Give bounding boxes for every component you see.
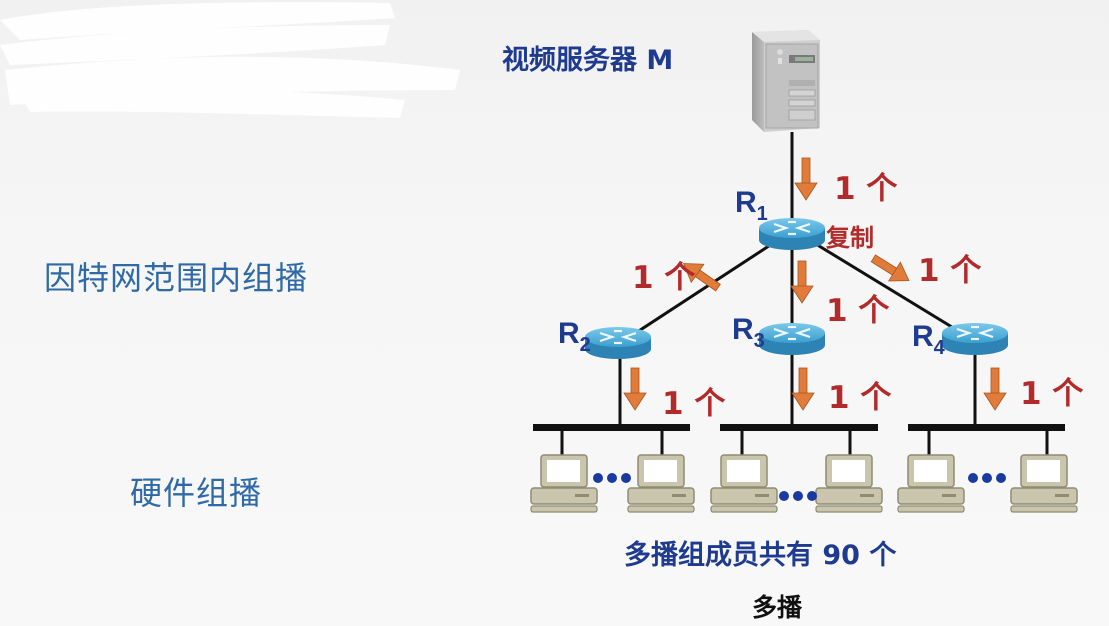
host-computer-icon <box>897 454 965 513</box>
host-computer-icon <box>815 454 883 513</box>
router-r2-icon <box>583 325 653 361</box>
packet-count-r1-r4: 1 个 <box>918 253 982 289</box>
packet-count-r1-r2: 1 个 <box>632 260 696 296</box>
server-label: 视频服务器 M <box>502 45 674 76</box>
packet-count-r4-lan: 1 个 <box>1020 376 1084 412</box>
flow-arrow-icon <box>623 367 647 411</box>
flow-arrow-icon <box>683 263 721 292</box>
flow-arrow-icon <box>794 157 818 201</box>
server-tower-icon <box>752 30 820 132</box>
internet-multicast-label: 因特网范围内组播 <box>44 259 309 297</box>
router-r4-label: R4 <box>912 320 945 359</box>
packet-count-r1-r3: 1 个 <box>826 293 890 329</box>
ellipsis-dots <box>779 491 817 501</box>
flow-arrow-icon <box>790 260 814 304</box>
lan-r4 <box>897 424 1078 513</box>
flow-arrow-icon <box>983 367 1007 411</box>
packet-count-m-r1: 1 个 <box>834 171 898 207</box>
ellipsis-dots <box>968 473 1006 483</box>
packet-count-r2-lan: 1 个 <box>662 386 726 422</box>
packet-count-r3-lan: 1 个 <box>828 380 892 416</box>
ellipsis-dots <box>593 473 631 483</box>
lan-bus <box>908 424 1065 431</box>
diagram-caption: 多播 <box>752 593 803 622</box>
lan-bus <box>533 424 690 431</box>
link-r1-r2 <box>624 238 779 342</box>
router-r1-label: R1 <box>735 186 768 225</box>
router-r2-label: R2 <box>558 317 591 356</box>
network-links <box>618 132 977 428</box>
copy-label: 复制 <box>826 224 874 252</box>
host-computer-icon <box>710 454 778 513</box>
host-computer-icon <box>530 454 598 513</box>
router-r4-icon <box>940 321 1010 357</box>
host-computer-icon <box>627 454 695 513</box>
members-label: 多播组成员共有 90 个 <box>624 540 897 571</box>
hardware-multicast-label: 硬件组播 <box>130 474 263 512</box>
lan-r2 <box>530 424 695 513</box>
link-r1-r4 <box>805 236 966 337</box>
lan-bus <box>720 424 878 431</box>
flow-arrow-icon <box>870 254 910 282</box>
erased-scribble <box>0 2 460 118</box>
lan-r3 <box>710 424 883 513</box>
router-r3-label: R3 <box>732 313 765 352</box>
flow-arrow-icon <box>791 367 815 411</box>
router-r3-icon <box>757 321 827 357</box>
host-computer-icon <box>1010 454 1078 513</box>
router-r1-icon <box>757 216 827 252</box>
